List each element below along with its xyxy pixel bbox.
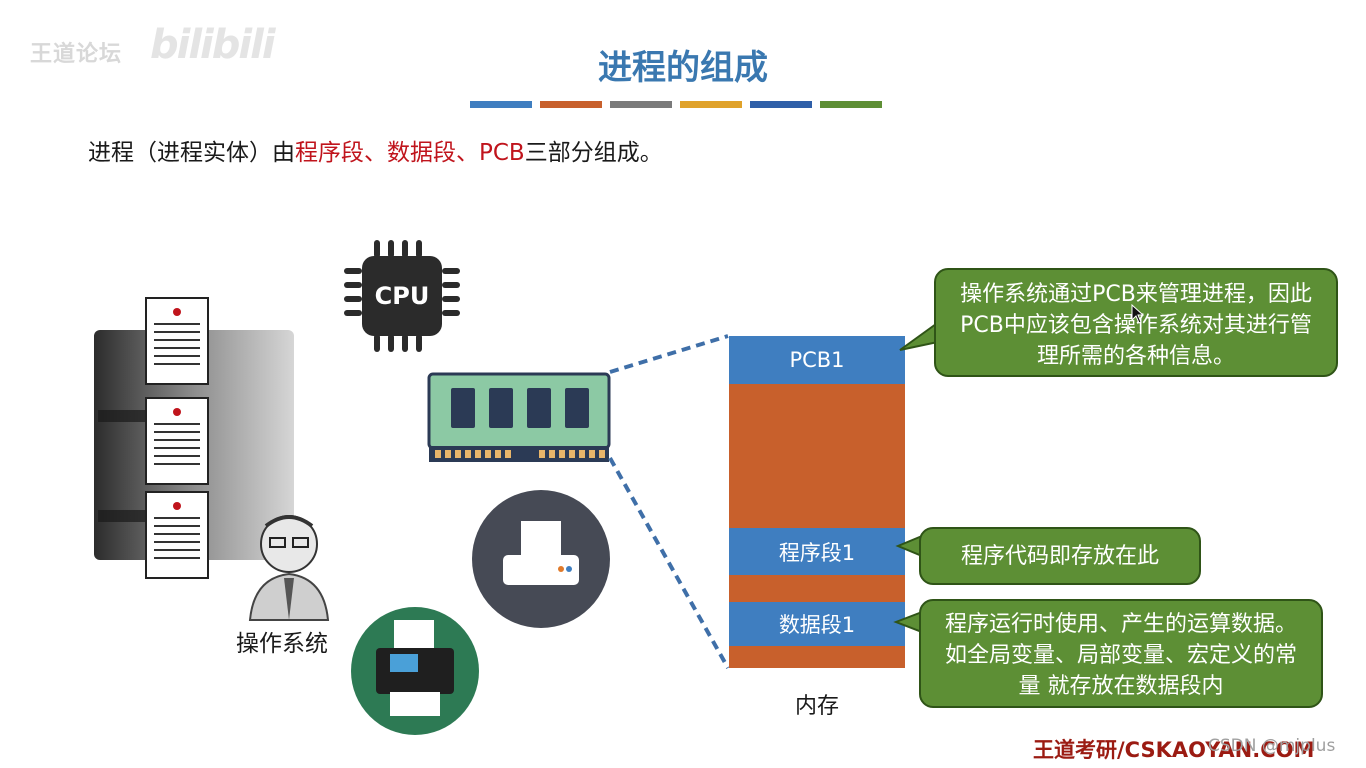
cpu-label: CPU xyxy=(362,256,442,336)
intro-sep: 、 xyxy=(456,140,479,166)
intro-program-segment: 程序段 xyxy=(295,140,364,166)
footer-overlay: CSDN @mjplus xyxy=(1208,736,1336,756)
title-color-bars xyxy=(470,101,882,108)
watermark-text: 王道论坛 xyxy=(30,42,123,67)
ram-module-icon xyxy=(427,372,611,462)
mouse-cursor-icon xyxy=(1131,304,1145,324)
footer-brand: 王道考研/CSKAOYAN.COM xyxy=(1033,738,1315,762)
color-bar xyxy=(610,101,672,108)
color-bar xyxy=(750,101,812,108)
memory-label: 内存 xyxy=(794,694,839,719)
callout-data: 程序运行时使用、产生的运算数据。如全局变量、局部变量、宏定义的常量 就存放在数据… xyxy=(919,599,1323,708)
os-label: 操作系统 xyxy=(236,631,328,657)
printer-icon xyxy=(351,607,479,735)
callout-pointers xyxy=(893,322,940,634)
intro-sentence: 进程（进程实体）由程序段、数据段、PCB三部分组成。 xyxy=(88,133,663,167)
memory-segment-pcb: PCB1 xyxy=(729,336,905,384)
callout-pcb: 操作系统通过PCB来管理进程，因此PCB中应该包含操作系统对其进行管理所需的各种… xyxy=(934,268,1338,377)
color-bar xyxy=(680,101,742,108)
memory-segment-data: 数据段1 xyxy=(729,602,905,646)
intro-pcb: PCB xyxy=(479,140,525,166)
os-person-icon xyxy=(248,515,330,621)
color-bar xyxy=(470,101,532,108)
callout-program: 程序代码即存放在此 xyxy=(919,527,1201,585)
color-bar xyxy=(820,101,882,108)
memory-connector-lines xyxy=(608,334,730,669)
printer-icon xyxy=(472,490,610,628)
document-icon xyxy=(145,491,209,579)
document-icon xyxy=(145,297,209,385)
cpu-chip-icon xyxy=(344,240,460,352)
memory-segment-program: 程序段1 xyxy=(729,528,905,575)
intro-prefix: 进程（进程实体）由 xyxy=(88,140,295,166)
memory-block: PCB1 程序段1 数据段1 xyxy=(729,336,905,668)
intro-suffix: 三部分组成。 xyxy=(524,140,663,166)
color-bar xyxy=(540,101,602,108)
intro-sep: 、 xyxy=(364,140,387,166)
server-illustration xyxy=(94,297,294,579)
page-title: 进程的组成 xyxy=(598,48,768,88)
intro-data-segment: 数据段 xyxy=(387,140,456,166)
document-icon xyxy=(145,397,209,485)
watermark-site: bilibili xyxy=(150,22,276,68)
